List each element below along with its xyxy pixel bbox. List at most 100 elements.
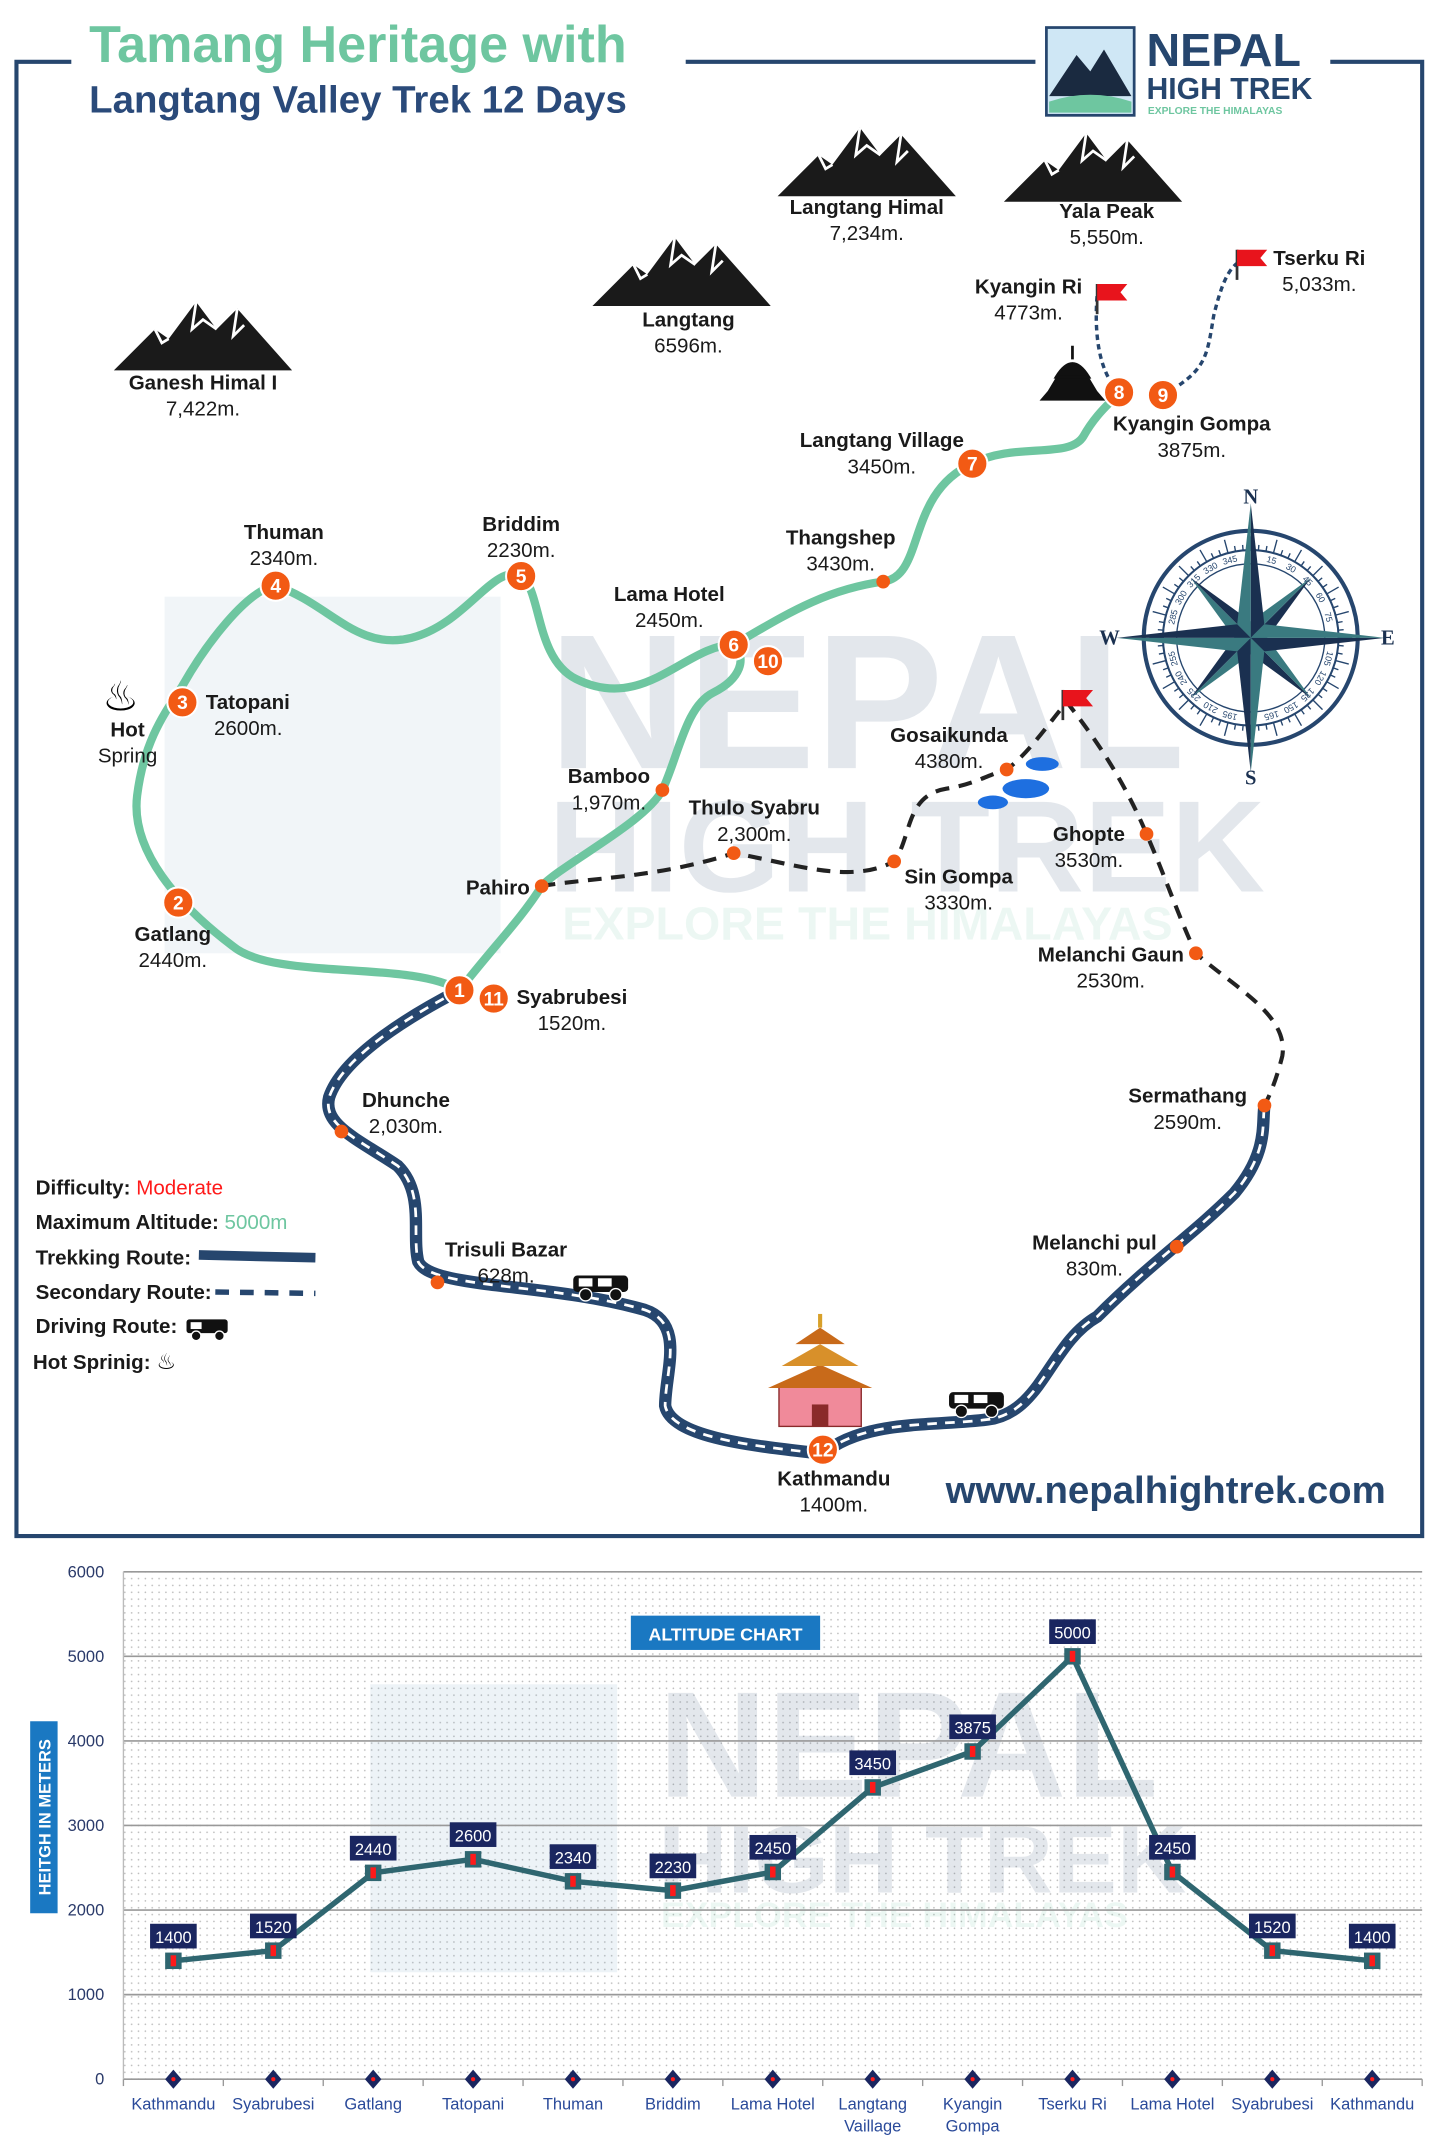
svg-text:6: 6 <box>728 636 739 657</box>
data-label: 3875 <box>954 1720 991 1738</box>
data-label: 2340 <box>555 1849 592 1867</box>
data-label: 1520 <box>1254 1919 1291 1937</box>
svg-text:3: 3 <box>177 693 188 714</box>
difficulty-value: Moderate <box>136 1177 223 1200</box>
peak-name: Kyangin Ri <box>975 276 1082 299</box>
stop-altitude: 2600m. <box>214 717 283 740</box>
day-marker: 9 <box>1146 378 1180 412</box>
stop-name: Gatlang <box>135 923 212 946</box>
jeep-icon <box>573 1275 629 1302</box>
stop-altitude: 4380m. <box>915 750 984 773</box>
svg-text:10: 10 <box>757 652 778 673</box>
stop-altitude: 2450m. <box>635 609 704 632</box>
compass-degree: 30 <box>1284 561 1298 575</box>
secondary-route-swatch <box>215 1289 316 1297</box>
data-label: 1400 <box>1354 1929 1391 1947</box>
svg-text:EXPLORE THE HIMALAYAS: EXPLORE THE HIMALAYAS <box>661 1895 1128 1935</box>
data-label: 1520 <box>255 1919 292 1937</box>
stop-name: Melanchi pul <box>1032 1231 1157 1254</box>
stop-name: Pahiro <box>466 876 530 899</box>
data-label-box <box>649 1853 697 1879</box>
stop-dot <box>1257 1098 1272 1113</box>
stop-name: Thuman <box>244 521 324 544</box>
day-marker: 2 <box>162 886 195 919</box>
legend-trekking: Trekking Route: <box>36 1247 191 1270</box>
title-line1: Tamang Heritage with <box>89 16 627 74</box>
data-label: 5000 <box>1054 1625 1091 1643</box>
legend-hot-spring: Hot Sprinig: <box>33 1351 151 1374</box>
temple-icon <box>768 1313 873 1428</box>
stop-name: Tatopani <box>206 691 290 714</box>
stop-dot <box>1169 1239 1184 1254</box>
svg-text:7: 7 <box>967 455 978 476</box>
data-label: 2450 <box>1154 1840 1191 1858</box>
stop-dot <box>534 879 549 893</box>
stop-altitude: 3430m. <box>806 553 875 576</box>
summit-route <box>1094 259 1243 397</box>
stop-name: Gosaikunda <box>890 724 1008 747</box>
stop-altitude: 1400m. <box>800 1493 869 1516</box>
stop-name: Trisuli Bazar <box>445 1238 567 1261</box>
y-tick-label: 4000 <box>68 1732 105 1750</box>
svg-text:4: 4 <box>270 577 281 598</box>
data-label-box <box>949 1714 996 1740</box>
trekking-route-swatch <box>198 1250 316 1263</box>
stop-altitude: 2530m. <box>1077 970 1146 993</box>
stop-name: Sin Gompa <box>904 865 1013 888</box>
data-label-box <box>249 1913 297 1939</box>
logo-name1: NEPAL <box>1147 24 1302 76</box>
compass-degree: 165 <box>1263 709 1280 723</box>
chart-title-box <box>630 1615 821 1650</box>
day-marker: 11 <box>477 982 510 1015</box>
data-label: 1400 <box>155 1929 192 1947</box>
compass-degree: 75 <box>1322 611 1334 623</box>
stop-name: Kyangin Gompa <box>1113 413 1271 436</box>
y-tick-label: 5000 <box>68 1648 105 1666</box>
legend-driving: Driving Route: <box>36 1315 178 1338</box>
data-label: 2440 <box>355 1841 392 1859</box>
x-tick-label: Gatlang <box>344 2095 402 2113</box>
svg-text:8: 8 <box>1114 383 1125 404</box>
y-tick-label: 6000 <box>68 1563 105 1581</box>
day-marker: 7 <box>956 447 989 480</box>
data-label-box <box>1348 1923 1396 1949</box>
stop-name: Lama Hotel <box>614 583 725 606</box>
stop-dot <box>876 574 891 589</box>
data-label-box <box>1249 1913 1296 1939</box>
peak-altitude: 7,234m. <box>830 222 904 245</box>
stop-name: Bamboo <box>568 765 650 788</box>
hot-spring-label: Spring <box>98 745 157 768</box>
svg-text:2: 2 <box>173 893 184 914</box>
svg-text:HIGH TREK: HIGH TREK <box>549 774 1265 920</box>
stop-dot <box>1189 946 1203 961</box>
website-url[interactable]: www.nepalhightrek.com <box>945 1469 1386 1512</box>
watermark: NEPAL HIGH TREK EXPLORE THE HIMALAYAS <box>164 594 1265 954</box>
logo-name2: HIGH TREK <box>1147 73 1313 106</box>
day-marker: 5 <box>505 560 538 593</box>
data-label-box <box>449 1822 497 1847</box>
data-label: 3450 <box>854 1756 891 1774</box>
stop-altitude: 3530m. <box>1055 849 1124 872</box>
y-tick-label: 0 <box>95 2071 104 2089</box>
day-marker: 6 <box>717 628 750 661</box>
stop-name: Briddim <box>482 513 560 536</box>
stop-name: Melanchi Gaun <box>1038 943 1184 966</box>
day-marker: 12 <box>806 1433 839 1466</box>
x-tick-label: Lama Hotel <box>731 2095 815 2113</box>
y-tick-label: 3000 <box>68 1817 105 1835</box>
mountain-icon <box>113 301 293 371</box>
max-altitude-value: 5000m <box>225 1211 288 1234</box>
stop-dot <box>430 1275 445 1290</box>
data-label: 2450 <box>755 1840 792 1858</box>
compass-n: N <box>1243 486 1258 508</box>
stop-altitude: 2590m. <box>1153 1111 1222 1134</box>
stop-altitude: 3450m. <box>848 455 917 478</box>
x-tick-label: Tserku Ri <box>1038 2095 1107 2113</box>
mountain-icon <box>777 127 956 197</box>
data-label-box <box>749 1834 797 1860</box>
mountain-icon <box>1003 132 1183 202</box>
compass-degree: 285 <box>1166 608 1180 625</box>
stop-altitude: 2440m. <box>139 949 208 972</box>
